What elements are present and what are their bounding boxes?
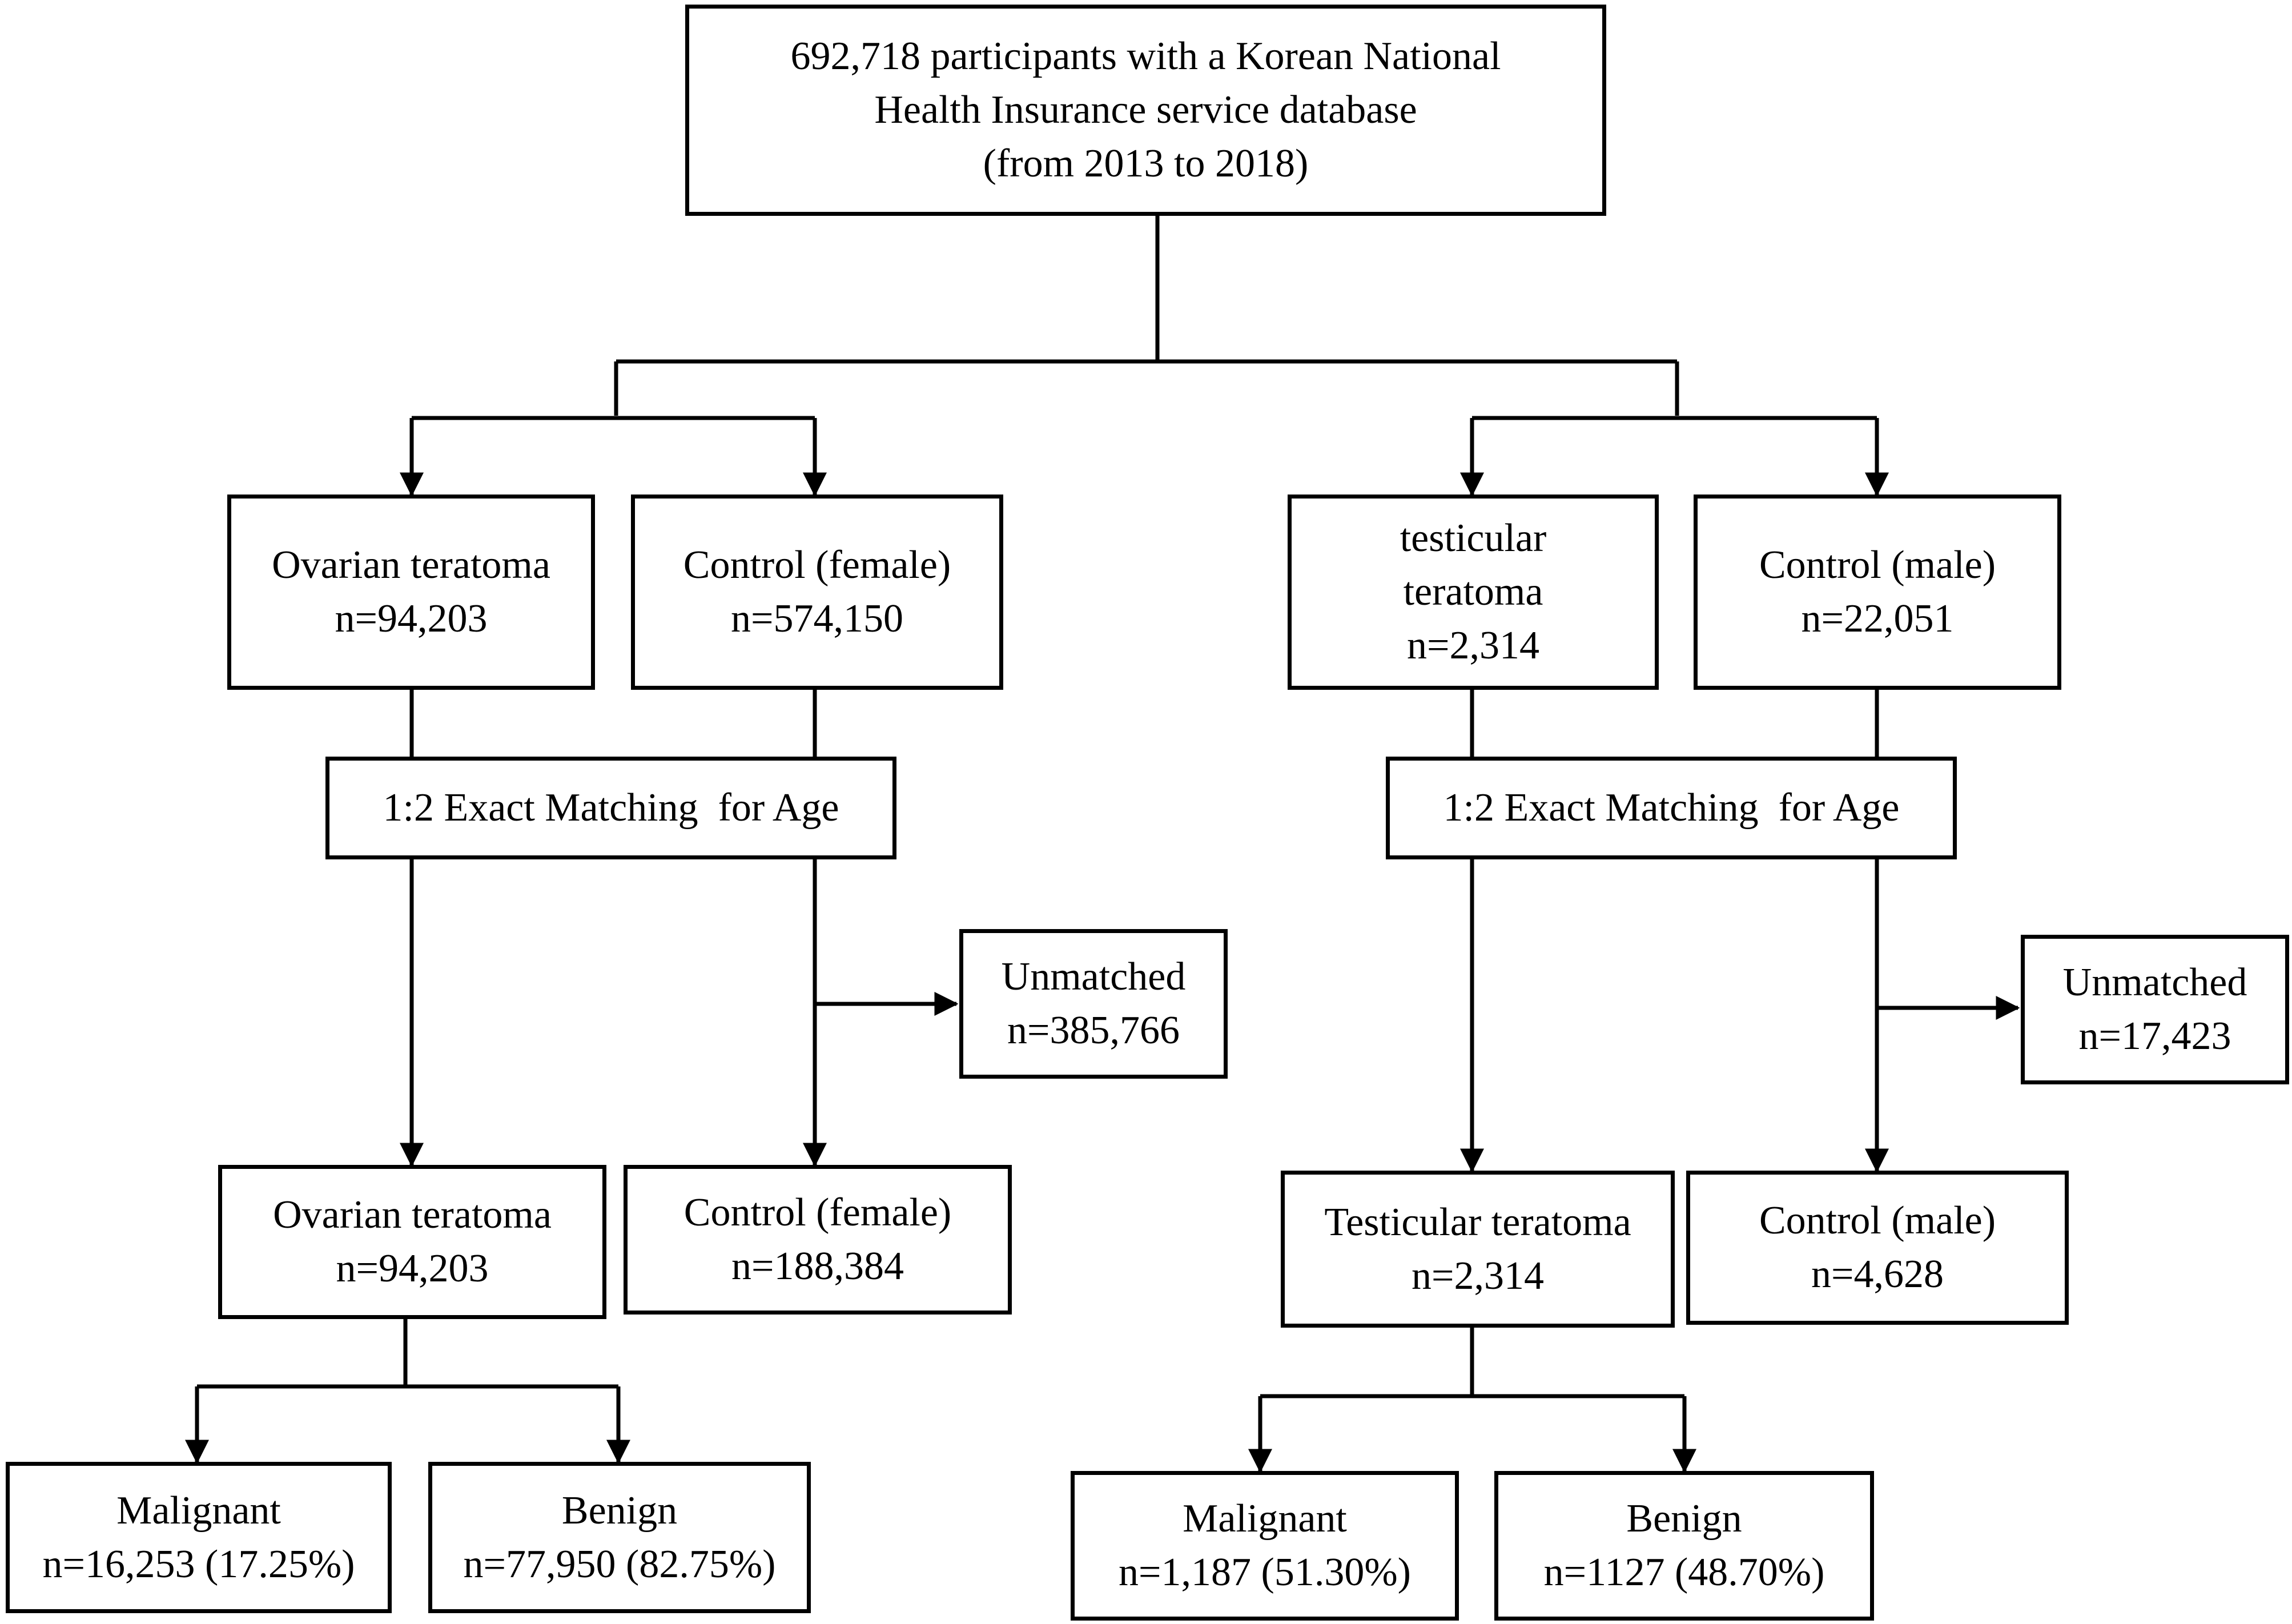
unmatched-male-box: Unmatched n=17,423	[2021, 935, 2289, 1084]
unmatched-male-label: Unmatched	[2062, 960, 2247, 1004]
control-male-label: Control (male)	[1759, 543, 1996, 587]
root-line-2: Health Insurance service database	[874, 88, 1417, 132]
ovarian-teratoma-count: n=94,203	[335, 597, 488, 641]
root-participants-box: 692,718 participants with a Korean Natio…	[685, 5, 1606, 216]
testicular-teratoma-box: testicular teratoma n=2,314	[1288, 495, 1659, 690]
malignant-female-label: Malignant	[116, 1488, 281, 1533]
matched-control-male-box: Control (male) n=4,628	[1686, 1171, 2069, 1325]
malignant-female-box: Malignant n=16,253 (17.25%)	[6, 1462, 392, 1613]
benign-female-count: n=77,950 (82.75%)	[463, 1542, 776, 1586]
benign-male-label: Benign	[1626, 1497, 1742, 1541]
ovarian-teratoma-label: Ovarian teratoma	[272, 543, 550, 587]
testicular-teratoma-count: n=2,314	[1407, 624, 1539, 668]
matching-male-box: 1:2 Exact Matching for Age	[1386, 757, 1957, 859]
unmatched-female-count: n=385,766	[1007, 1008, 1180, 1052]
malignant-male-count: n=1,187 (51.30%)	[1119, 1550, 1411, 1594]
matching-female-box: 1:2 Exact Matching for Age	[325, 757, 896, 859]
matching-male-label: 1:2 Exact Matching for Age	[1443, 786, 1900, 830]
matched-testicular-teratoma-box: Testicular teratoma n=2,314	[1281, 1171, 1675, 1328]
matched-control-female-count: n=188,384	[731, 1244, 904, 1288]
ovarian-teratoma-box: Ovarian teratoma n=94,203	[227, 495, 595, 690]
benign-female-box: Benign n=77,950 (82.75%)	[428, 1462, 811, 1613]
benign-male-box: Benign n=1127 (48.70%)	[1494, 1471, 1874, 1621]
testicular-teratoma-label-1: testicular	[1400, 516, 1547, 560]
unmatched-male-count: n=17,423	[2078, 1014, 2231, 1058]
matched-ovarian-teratoma-count: n=94,203	[336, 1247, 489, 1291]
control-male-count: n=22,051	[1801, 597, 1954, 641]
matching-female-label: 1:2 Exact Matching for Age	[383, 786, 839, 830]
root-line-3: (from 2013 to 2018)	[983, 142, 1309, 186]
matched-control-male-label: Control (male)	[1759, 1199, 1996, 1243]
benign-female-label: Benign	[561, 1488, 678, 1533]
matched-testicular-teratoma-count: n=2,314	[1412, 1253, 1544, 1298]
control-male-box: Control (male) n=22,051	[1694, 495, 2061, 690]
control-female-count: n=574,150	[731, 597, 903, 641]
testicular-teratoma-label-2: teratoma	[1403, 570, 1543, 614]
matched-control-male-count: n=4,628	[1811, 1252, 1944, 1296]
benign-male-count: n=1127 (48.70%)	[1543, 1550, 1825, 1594]
malignant-male-label: Malignant	[1183, 1497, 1347, 1541]
matched-ovarian-teratoma-label: Ovarian teratoma	[273, 1193, 552, 1237]
matched-ovarian-teratoma-box: Ovarian teratoma n=94,203	[218, 1165, 606, 1319]
matched-control-female-box: Control (female) n=188,384	[624, 1165, 1012, 1315]
control-female-label: Control (female)	[683, 543, 951, 587]
unmatched-female-label: Unmatched	[1001, 955, 1186, 999]
unmatched-female-box: Unmatched n=385,766	[959, 929, 1228, 1079]
root-line-1: 692,718 participants with a Korean Natio…	[790, 34, 1501, 78]
malignant-female-count: n=16,253 (17.25%)	[42, 1542, 355, 1586]
control-female-box: Control (female) n=574,150	[631, 495, 1003, 690]
matched-testicular-teratoma-label: Testicular teratoma	[1324, 1200, 1631, 1244]
matched-control-female-label: Control (female)	[683, 1191, 952, 1235]
malignant-male-box: Malignant n=1,187 (51.30%)	[1071, 1471, 1459, 1621]
